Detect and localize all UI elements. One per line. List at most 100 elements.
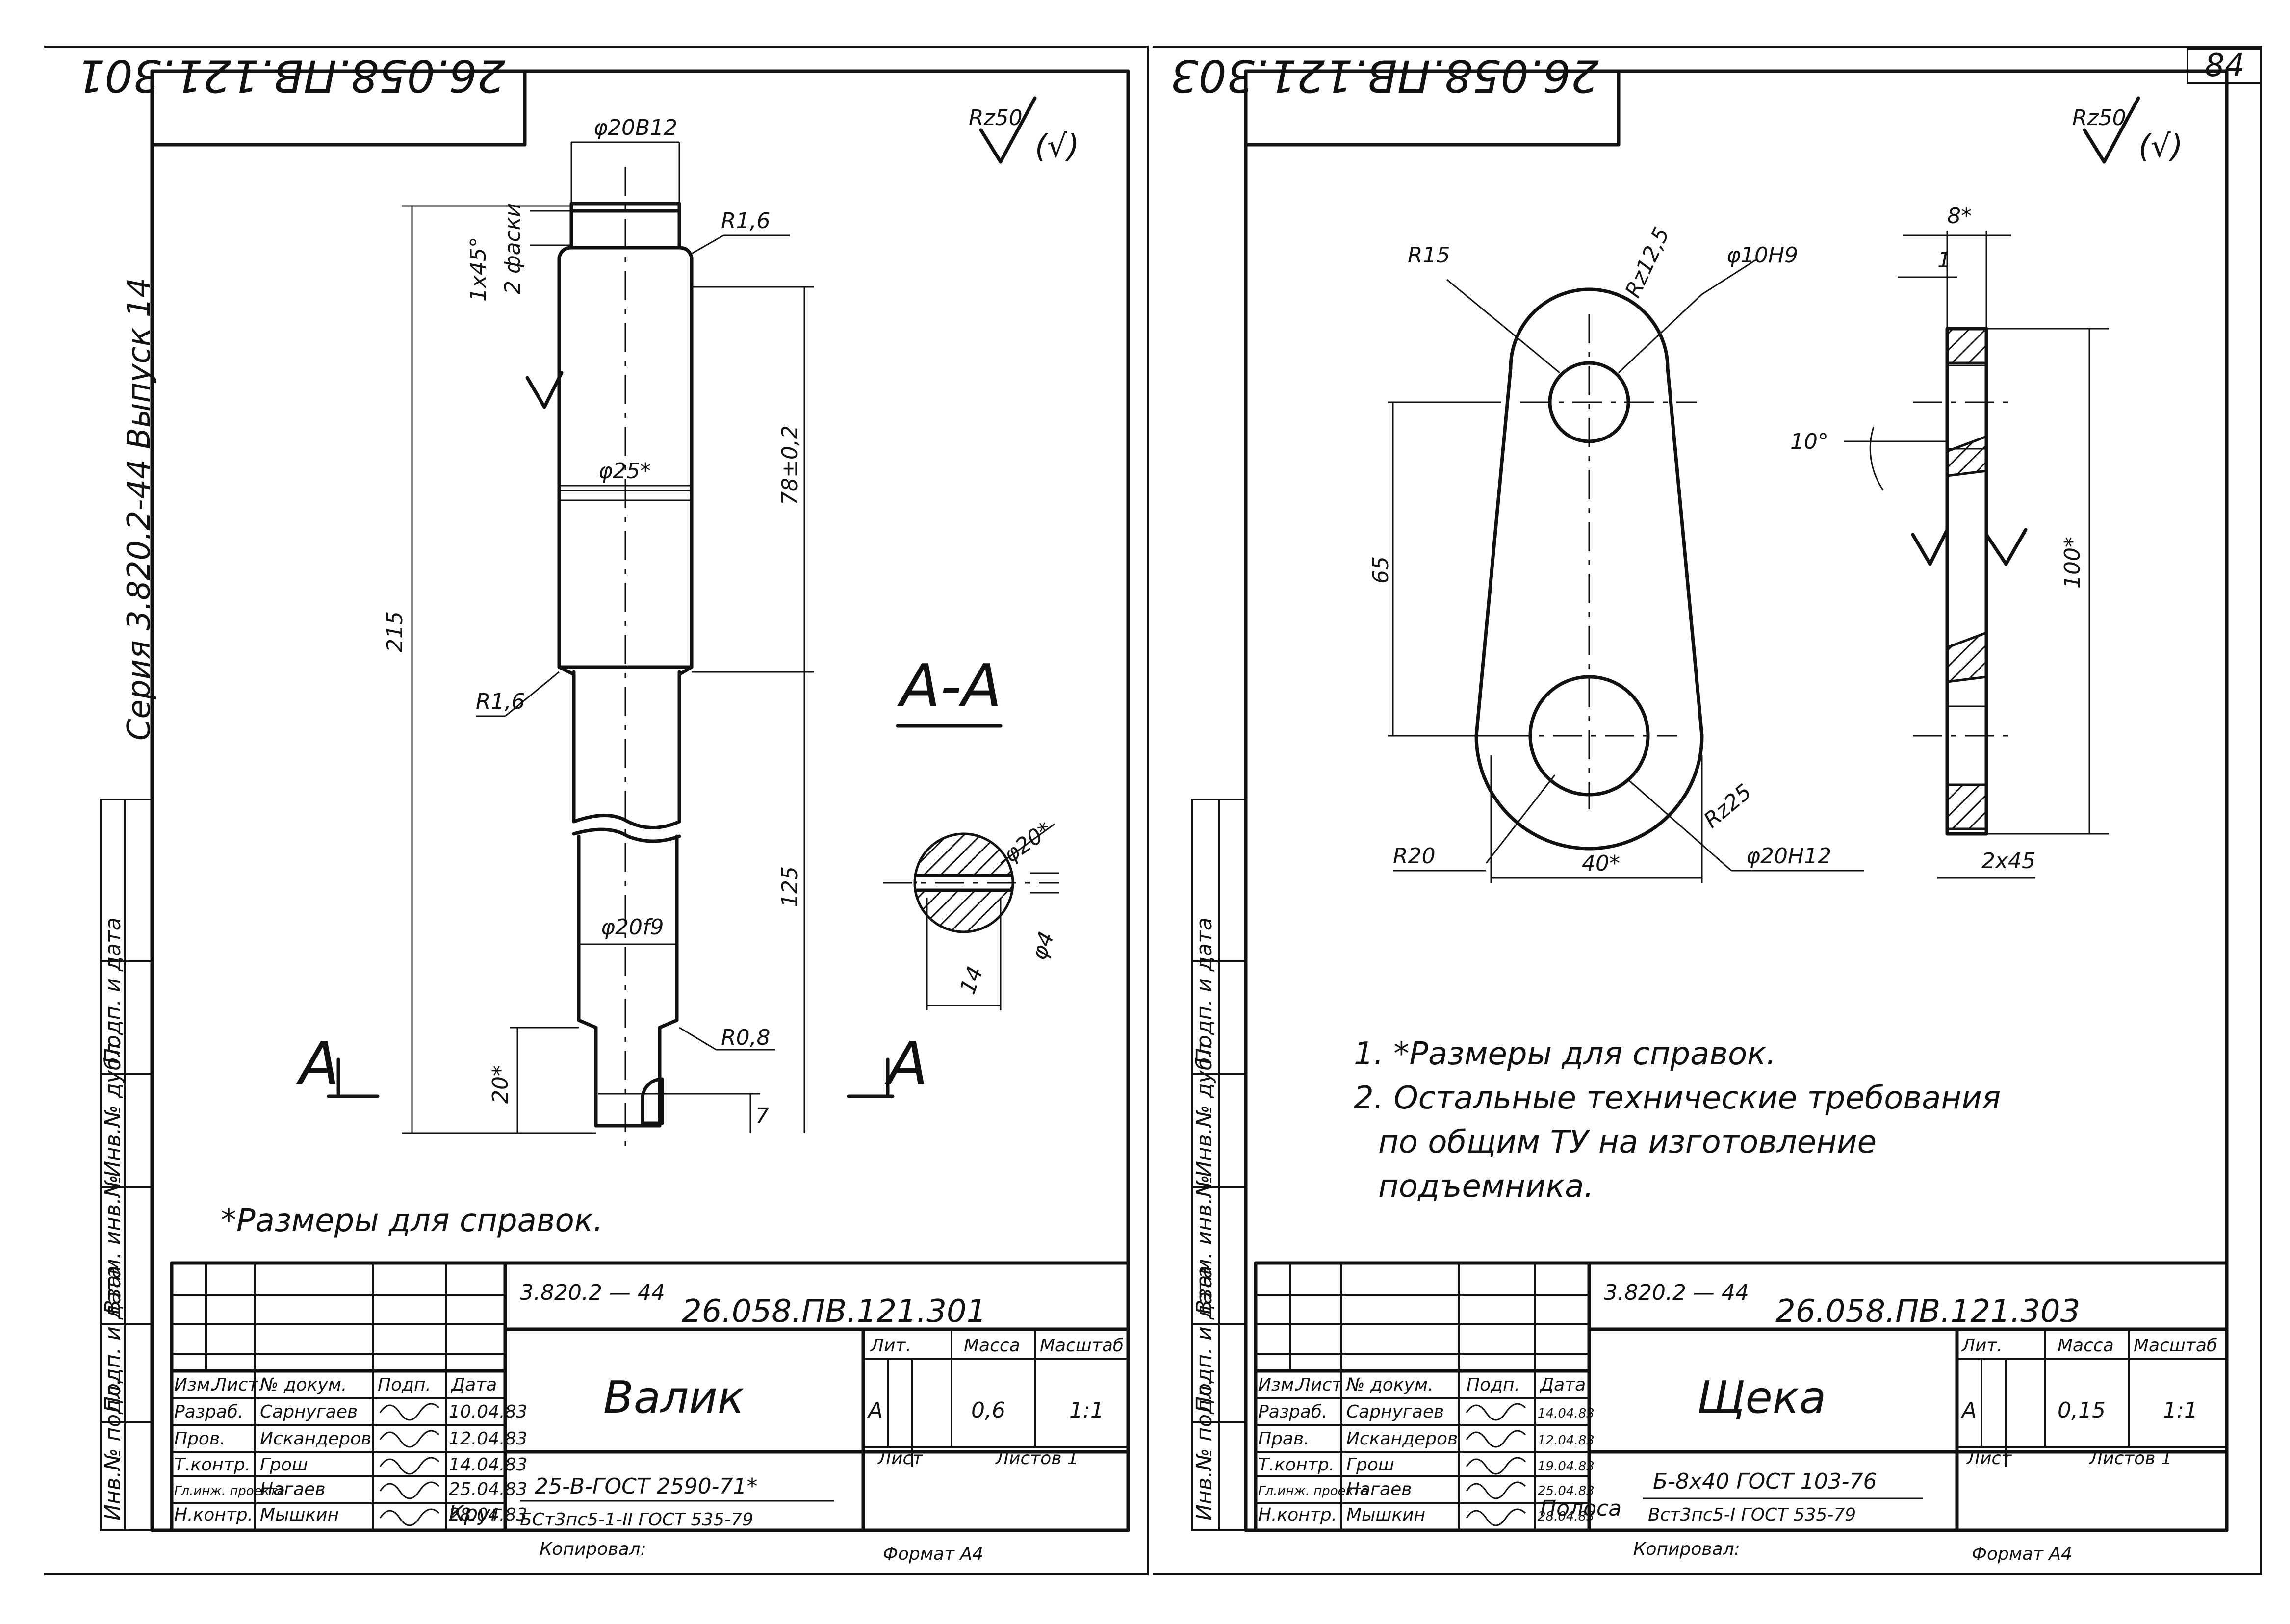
left-tb-row-role: Пров. [174, 1429, 226, 1449]
left-tb-col-date: Дата [450, 1375, 497, 1395]
left-tb-material-top: 25-В-ГОСТ 2590-71* [535, 1474, 758, 1499]
left-tb-lit-header: Лит. [870, 1336, 911, 1356]
left-tb-row-role: Гл.инж. проекта [174, 1484, 284, 1498]
dim-angle: 10° [1790, 429, 1828, 454]
left-side-stamp: Инв.№ подл. Подп. и дата Взам. инв.№ Инв… [100, 799, 153, 1531]
cheek-plate-side: 8* 1 100* 10° 2x45 [1790, 204, 2109, 879]
right-tb-row-role: Н.контр. [1258, 1505, 1337, 1525]
left-tb-format: Формат А4 [883, 1544, 983, 1564]
left-tb-mass-header: Масса [964, 1336, 1020, 1356]
dim-len-215: 215 [383, 611, 408, 652]
dim-low-dia: φ20f9 [601, 915, 664, 940]
dim-thick-1: 1 [1937, 248, 1951, 273]
left-tb-row-date: 28.04.83 [449, 1505, 527, 1525]
left-side-label-2: Взам. инв.№ [101, 1175, 126, 1315]
right-tb-doc-code: 26.058.ПВ.121.303 [1775, 1293, 2080, 1330]
left-tb-scale: 1:1 [1069, 1398, 1104, 1423]
left-series-label: Серия 3.820.2-44 Выпуск 14 [121, 278, 157, 741]
right-tb-row-date: 28.04.83 [1538, 1509, 1595, 1524]
right-tb-row-date: 14.04.83 [1538, 1406, 1595, 1421]
dim-len-20: 20* [488, 1065, 513, 1104]
left-sheet: Инв.№ подл. Подп. и дата Взам. инв.№ Инв… [44, 46, 1149, 1575]
right-roughness-symbol: Rz50 (√) [2072, 96, 2183, 165]
left-tb-row-name: Мышкин [260, 1505, 339, 1525]
dim-r-mid: R1,6 [476, 689, 525, 714]
right-side-stamp: Инв.№ подл. Подп. и дата Взам. инв.№ Инв… [1191, 799, 1247, 1531]
right-tb-copied: Копировал: [1633, 1539, 1740, 1559]
left-tb-row-role: Т.контр. [174, 1455, 251, 1475]
right-tb-row-name: Грош [1346, 1455, 1394, 1475]
left-title-block: 3.820.2 — 44 26.058.ПВ.121.301 Валик Лит… [170, 1261, 1130, 1564]
right-note-1: 2. Остальные технические требования [1354, 1080, 2001, 1116]
left-tb-doc-code: 26.058.ПВ.121.301 [682, 1293, 986, 1330]
left-tb-sheets-header: Листов 1 [995, 1448, 1079, 1469]
right-code-box: 26.058.ПВ.121.303 [1170, 50, 1621, 147]
right-tb-rows: Разраб. Сарнугаев 14.04.83 Прав. Исканде… [1258, 1402, 1595, 1525]
section-dia: φ20* [999, 817, 1056, 868]
right-side-label-3: Инв.№ дубл. [1192, 1036, 1217, 1177]
left-tb-col-doc: № докум. [259, 1375, 347, 1395]
right-tb-material-bottom: Вст3пс5-I ГОСТ 535-79 [1648, 1505, 1856, 1525]
left-code-box: 26.058.ПВ.121.301 [77, 50, 527, 147]
left-side-label-0: Инв.№ подл. [101, 1378, 126, 1521]
cut-label-left: А [296, 1030, 339, 1098]
right-tb-row-date: 19.04.83 [1538, 1459, 1595, 1474]
signature [379, 1403, 440, 1421]
right-side-label-2: Взам. инв.№ [1192, 1175, 1217, 1315]
right-side-label-0: Инв.№ подл. [1192, 1378, 1217, 1521]
signature [1466, 1508, 1526, 1526]
right-tb-material-top: Б-8х40 ГОСТ 103-76 [1653, 1469, 1877, 1494]
right-tb-scale-header: Масштаб [2134, 1336, 2217, 1356]
dim-r15: R15 [1408, 243, 1450, 268]
right-tb-row-name: Нагаев [1346, 1479, 1412, 1499]
right-tb-lit-header: Лит. [1961, 1336, 2003, 1356]
left-side-label-4: Подп. и дата [101, 917, 126, 1064]
right-roughness-paren: (√) [2138, 129, 2183, 165]
right-outer-frame [1153, 46, 2262, 1575]
right-tb-row-name: Мышкин [1346, 1505, 1425, 1525]
dim-len-78: 78±0,2 [777, 425, 802, 505]
left-tb-mass: 0,6 [971, 1398, 1005, 1423]
cut-marker-right: А [847, 1030, 928, 1098]
right-tb-mass: 0,15 [2058, 1398, 2106, 1423]
right-note-0: 1. *Размеры для справок. [1354, 1036, 1776, 1072]
right-tb-row-role: Т.контр. [1258, 1455, 1335, 1475]
signature [1466, 1457, 1526, 1475]
left-tb-sheet-header: Лист [877, 1448, 923, 1469]
left-tb-rows: Разраб. Сарнугаев 10.04.83 Пров. Исканде… [174, 1402, 527, 1525]
right-tb-scale: 1:1 [2163, 1398, 2198, 1423]
dim-top-dia: φ20B12 [593, 115, 677, 140]
right-tb-row-role: Прав. [1258, 1429, 1310, 1449]
dim-thick-8: 8* [1947, 204, 1972, 229]
left-tb-material-bottom: БСт3пс5-1-II ГОСТ 535-79 [520, 1510, 753, 1530]
left-roughness-value: Rz50 [969, 105, 1023, 130]
left-tb-col-izm: Изм. [174, 1375, 216, 1395]
right-tb-col-list: Лист [1296, 1375, 1342, 1395]
left-note: *Размеры для справок. [221, 1203, 603, 1239]
right-tb-col-doc: № докум. [1345, 1375, 1433, 1395]
dim-chamfer: 1x45° [466, 237, 491, 302]
page-number-text: 84 [2205, 48, 2244, 84]
dim-main-dia: φ25* [598, 459, 651, 484]
right-tb-format: Формат А4 [1972, 1544, 2072, 1564]
right-tb-row-date: 25.04.83 [1538, 1484, 1595, 1498]
dim-r-low: R0,8 [721, 1025, 771, 1050]
right-tb-row-role: Разраб. [1258, 1402, 1327, 1422]
right-side-label-4: Подп. и дата [1192, 917, 1217, 1064]
signature [1466, 1430, 1526, 1448]
right-tb-lit: А [1960, 1398, 1977, 1423]
dim-rz25: Rz25 [1699, 779, 1756, 833]
dim-len-125: 125 [777, 866, 802, 907]
right-tb-row-date: 12.04.83 [1538, 1433, 1595, 1448]
signature [379, 1508, 440, 1526]
dim-rz125: Rz12,5 [1621, 224, 1674, 302]
right-tb-material-pre: Полоса [1540, 1496, 1621, 1521]
left-tb-scale-header: Масштаб [1040, 1336, 1124, 1356]
dim-r20: R20 [1393, 844, 1436, 869]
cut-label-right: А [884, 1030, 928, 1098]
left-roughness-symbol: Rz50 (√) [969, 96, 1080, 165]
dim-hole-top: φ10H9 [1726, 243, 1798, 268]
right-tb-row-name: Сарнугаев [1346, 1402, 1444, 1422]
dim-chamfer2: 2 фаски [500, 203, 525, 294]
right-note-3: подъемника. [1378, 1168, 1594, 1205]
